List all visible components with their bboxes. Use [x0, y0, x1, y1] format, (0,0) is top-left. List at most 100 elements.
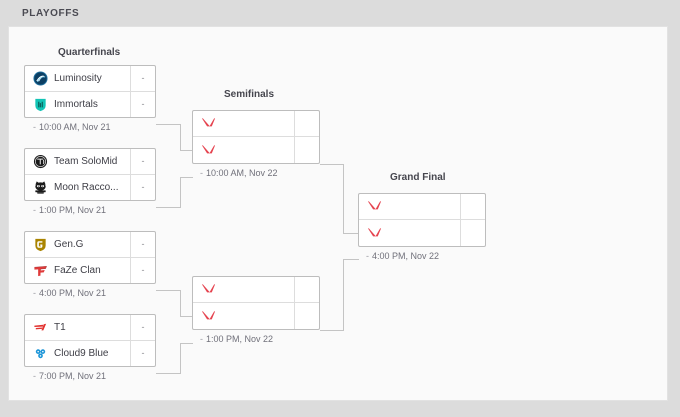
team-solomid-logo	[32, 153, 48, 169]
match-row[interactable]: T1 -	[25, 315, 155, 341]
connector-qf4-vertical	[180, 343, 181, 374]
time-dash: -	[33, 122, 36, 132]
connector-qf1-out	[156, 124, 181, 125]
cloud9-logo	[32, 345, 48, 361]
connector-gf-in-bottom	[343, 259, 359, 260]
team-cell[interactable]	[193, 137, 294, 163]
round-title-quarterfinals: Quarterfinals	[58, 47, 121, 58]
team-score	[294, 303, 319, 329]
immortals-logo	[32, 96, 48, 112]
match-time-grand-final: -4:00 PM, Nov 22	[366, 251, 439, 261]
time-dash: -	[33, 288, 36, 298]
match-row[interactable]	[193, 303, 319, 329]
moon-raccoons-logo	[32, 179, 48, 195]
connector-qf2-out	[156, 207, 181, 208]
team-name: Gen.G	[54, 238, 84, 250]
match-sf1[interactable]	[192, 110, 320, 164]
match-grand-final[interactable]	[358, 193, 486, 247]
connector-sf1-vertical	[343, 164, 344, 233]
connector-sf2-out	[320, 330, 344, 331]
match-sf2[interactable]	[192, 276, 320, 330]
bracket-panel: Quarterfinals Semifinals Grand Final	[8, 26, 668, 401]
team-cell[interactable]	[193, 111, 294, 136]
match-time-sf2: -1:00 PM, Nov 22	[200, 334, 273, 344]
time-dash: -	[366, 251, 369, 261]
team-score: -	[130, 174, 155, 200]
team-cell[interactable]	[193, 277, 294, 302]
faze-clan-logo	[32, 262, 48, 278]
valorant-placeholder-logo	[200, 116, 216, 132]
connector-gf-in-top	[343, 233, 359, 234]
team-score: -	[130, 232, 155, 257]
match-time-qf3: -4:00 PM, Nov 21	[33, 288, 106, 298]
team-cell[interactable]: Cloud9 Blue	[25, 341, 130, 367]
time-value: 10:00 AM, Nov 22	[206, 168, 278, 178]
team-name: FaZe Clan	[54, 264, 101, 276]
match-row[interactable]: FaZe Clan -	[25, 257, 155, 284]
match-row[interactable]	[193, 137, 319, 163]
team-name: Moon Racco...	[54, 181, 119, 193]
match-row[interactable]: Gen.G -	[25, 232, 155, 258]
team-cell[interactable]: FaZe Clan	[25, 258, 130, 284]
connector-qf1-vertical	[180, 124, 181, 150]
match-row[interactable]	[193, 277, 319, 303]
team-name: Luminosity	[54, 72, 102, 84]
match-row[interactable]: Moon Racco... -	[25, 174, 155, 201]
time-value: 10:00 AM, Nov 21	[39, 122, 111, 132]
match-row[interactable]	[359, 194, 485, 220]
team-name: Immortals	[54, 98, 98, 110]
valorant-placeholder-logo	[200, 308, 216, 324]
team-cell[interactable]: Moon Racco...	[25, 175, 130, 201]
match-time-qf4: -7:00 PM, Nov 21	[33, 371, 106, 381]
match-row[interactable]: Immortals -	[25, 91, 155, 118]
team-score: -	[130, 91, 155, 117]
team-score	[294, 137, 319, 163]
match-row[interactable]: Cloud9 Blue -	[25, 340, 155, 367]
team-score: -	[130, 257, 155, 283]
time-dash: -	[33, 371, 36, 381]
time-value: 1:00 PM, Nov 21	[39, 205, 107, 215]
team-cell[interactable]: Luminosity	[25, 66, 130, 91]
connector-sf1-in-bottom	[180, 177, 193, 178]
team-cell[interactable]	[359, 194, 460, 219]
team-score	[460, 194, 485, 219]
team-cell[interactable]	[193, 303, 294, 329]
connector-qf4-out	[156, 373, 181, 374]
valorant-placeholder-logo	[366, 199, 382, 215]
team-score	[294, 277, 319, 302]
team-cell[interactable]: Team SoloMid	[25, 149, 130, 174]
team-name: T1	[54, 321, 66, 333]
team-cell[interactable]: Gen.G	[25, 232, 130, 257]
connector-qf2-vertical	[180, 177, 181, 208]
team-cell[interactable]: Immortals	[25, 92, 130, 118]
match-qf3[interactable]: Gen.G - FaZe Clan -	[24, 231, 156, 284]
time-value: 7:00 PM, Nov 21	[39, 371, 107, 381]
team-name: Cloud9 Blue	[54, 347, 109, 359]
match-qf2[interactable]: Team SoloMid - Moo	[24, 148, 156, 201]
t1-logo	[32, 319, 48, 335]
team-cell[interactable]: T1	[25, 315, 130, 340]
match-time-qf2: -1:00 PM, Nov 21	[33, 205, 106, 215]
time-value: 4:00 PM, Nov 22	[372, 251, 440, 261]
round-title-grand-final: Grand Final	[390, 172, 446, 183]
round-title-semifinals: Semifinals	[224, 89, 275, 100]
geng-logo	[32, 236, 48, 252]
connector-sf1-out	[320, 164, 344, 165]
team-name: Team SoloMid	[54, 155, 118, 167]
connector-sf1-in-top	[180, 150, 193, 151]
luminosity-logo	[32, 70, 48, 86]
connector-qf3-vertical	[180, 290, 181, 316]
time-value: 1:00 PM, Nov 22	[206, 334, 274, 344]
match-row[interactable]	[359, 220, 485, 246]
valorant-placeholder-logo	[200, 282, 216, 298]
match-qf1[interactable]: Luminosity - Immortals -	[24, 65, 156, 118]
match-row[interactable]	[193, 111, 319, 137]
valorant-placeholder-logo	[366, 225, 382, 241]
match-row[interactable]: Luminosity -	[25, 66, 155, 92]
connector-sf2-vertical	[343, 259, 344, 331]
team-score	[460, 220, 485, 246]
match-qf4[interactable]: T1 - Cloud9 Blue -	[24, 314, 156, 367]
team-cell[interactable]	[359, 220, 460, 246]
connector-sf2-in-top	[180, 316, 193, 317]
match-row[interactable]: Team SoloMid -	[25, 149, 155, 175]
